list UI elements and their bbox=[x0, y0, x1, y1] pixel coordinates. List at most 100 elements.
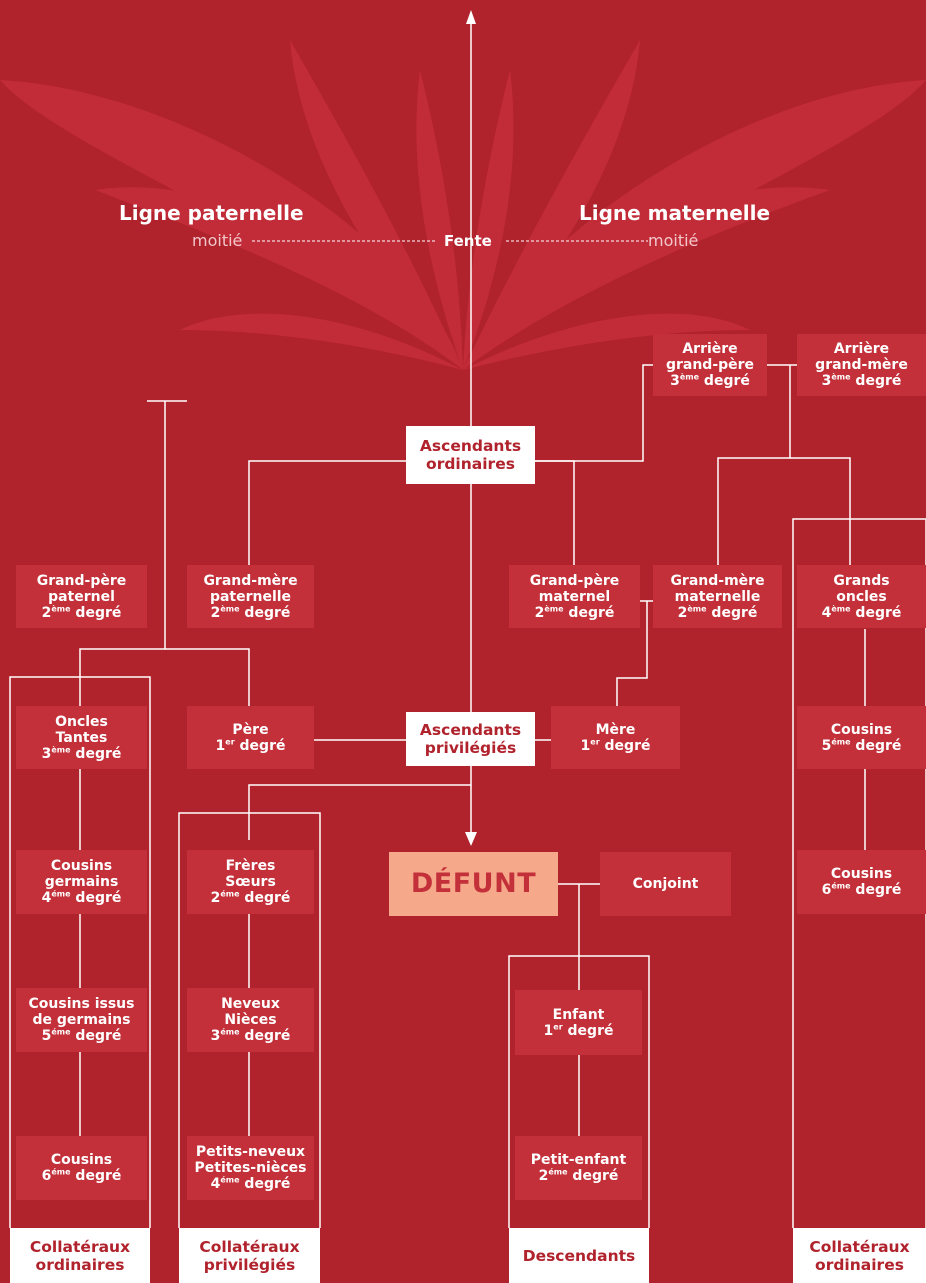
node-line: 2éme degré bbox=[210, 889, 291, 906]
node-line: Ascendants bbox=[419, 721, 522, 739]
node-line: 1er degré bbox=[580, 736, 651, 754]
node-line: 5éme degré bbox=[821, 736, 902, 754]
node-line: Ascendants bbox=[419, 437, 522, 455]
node-line: Petits-neveux bbox=[195, 1144, 306, 1160]
node-line: Grand-père bbox=[529, 572, 620, 589]
node-line: Frères bbox=[225, 858, 276, 874]
node-line: Conjoint bbox=[632, 876, 699, 892]
node-line: Collatéraux bbox=[199, 1237, 300, 1256]
node-line: 4ème degré bbox=[821, 603, 902, 621]
node-line: Grand-père bbox=[36, 572, 127, 589]
node-line: ordinaires bbox=[35, 1255, 125, 1274]
node-defunt: DÉFUNT bbox=[389, 852, 558, 916]
node-line: 2ème degré bbox=[210, 603, 291, 621]
node-line: 3ème degré bbox=[670, 372, 750, 389]
node-line: Petites-nièces bbox=[194, 1160, 307, 1176]
node-line: Cousins issus bbox=[28, 996, 135, 1012]
node-line: Oncles bbox=[55, 713, 108, 730]
paternal-half-label: moitié bbox=[192, 231, 243, 250]
node-line: 3ème degré bbox=[41, 744, 122, 762]
node-line: Sœurs bbox=[225, 874, 276, 890]
leaf-decoration bbox=[0, 40, 926, 370]
node-line: ordinaires bbox=[426, 455, 515, 473]
node-line: DÉFUNT bbox=[410, 868, 537, 899]
node-line: de germains bbox=[32, 1012, 131, 1028]
node-line: Cousins bbox=[830, 721, 893, 738]
node-line: 4éme degré bbox=[210, 1175, 291, 1192]
node-line: 3ème degré bbox=[821, 372, 902, 389]
node-conjoint: Conjoint bbox=[600, 852, 731, 916]
fente-label: Fente bbox=[444, 232, 492, 250]
node-line: Collatéraux bbox=[809, 1237, 910, 1256]
node-line: Grands bbox=[833, 572, 890, 589]
node-line: grand-mère bbox=[815, 357, 908, 373]
node-line: oncles bbox=[836, 588, 887, 605]
node-line: paternelle bbox=[209, 588, 292, 605]
node-line: paternel bbox=[48, 588, 115, 605]
node-line: Nièces bbox=[224, 1012, 277, 1028]
node-line: maternelle bbox=[674, 588, 761, 605]
node-line: 3éme degré bbox=[210, 1027, 291, 1044]
node-line: Neveux bbox=[221, 996, 280, 1012]
node-line: maternel bbox=[538, 588, 611, 605]
node-line: Tantes bbox=[55, 729, 108, 746]
node-line: 1er degré bbox=[543, 1021, 614, 1039]
node-line: privilégiés bbox=[203, 1255, 296, 1274]
node-line: 6éme degré bbox=[41, 1167, 122, 1184]
maternal-half-label: moitié bbox=[648, 231, 699, 250]
node-line: 4éme degré bbox=[41, 889, 122, 906]
group-descendants: Descendants bbox=[509, 1228, 649, 1283]
node-line: Mère bbox=[595, 721, 636, 738]
maternal-line-title: Ligne maternelle bbox=[579, 201, 771, 225]
paternal-line-title: Ligne paternelle bbox=[119, 201, 304, 225]
node-line: Petit-enfant bbox=[530, 1152, 627, 1168]
node-line: 6éme degré bbox=[821, 881, 902, 898]
node-line: Cousins bbox=[830, 866, 893, 882]
node-line: Collatéraux bbox=[29, 1237, 131, 1256]
node-line: 2ème degré bbox=[41, 603, 122, 621]
node-line: Enfant bbox=[552, 1006, 605, 1023]
node-line: Cousins bbox=[50, 1152, 113, 1168]
node-line: 5éme degré bbox=[41, 1027, 122, 1044]
node-line: 1er degré bbox=[215, 736, 286, 754]
node-line: Descendants bbox=[522, 1246, 636, 1265]
node-line: germains bbox=[44, 874, 119, 890]
node-line: ordinaires bbox=[815, 1255, 904, 1274]
node-line: 2ème degré bbox=[677, 603, 758, 621]
node-line: 2ème degré bbox=[534, 603, 615, 621]
node-line: Grand-mère bbox=[670, 572, 765, 589]
node-line: Arrière bbox=[833, 341, 890, 357]
node-line: Grand-mère bbox=[203, 572, 298, 589]
node-line: privilégiés bbox=[424, 739, 517, 757]
node-line: Père bbox=[232, 721, 269, 738]
node-line: Arrière bbox=[682, 341, 738, 357]
node-line: Cousins bbox=[50, 858, 113, 874]
